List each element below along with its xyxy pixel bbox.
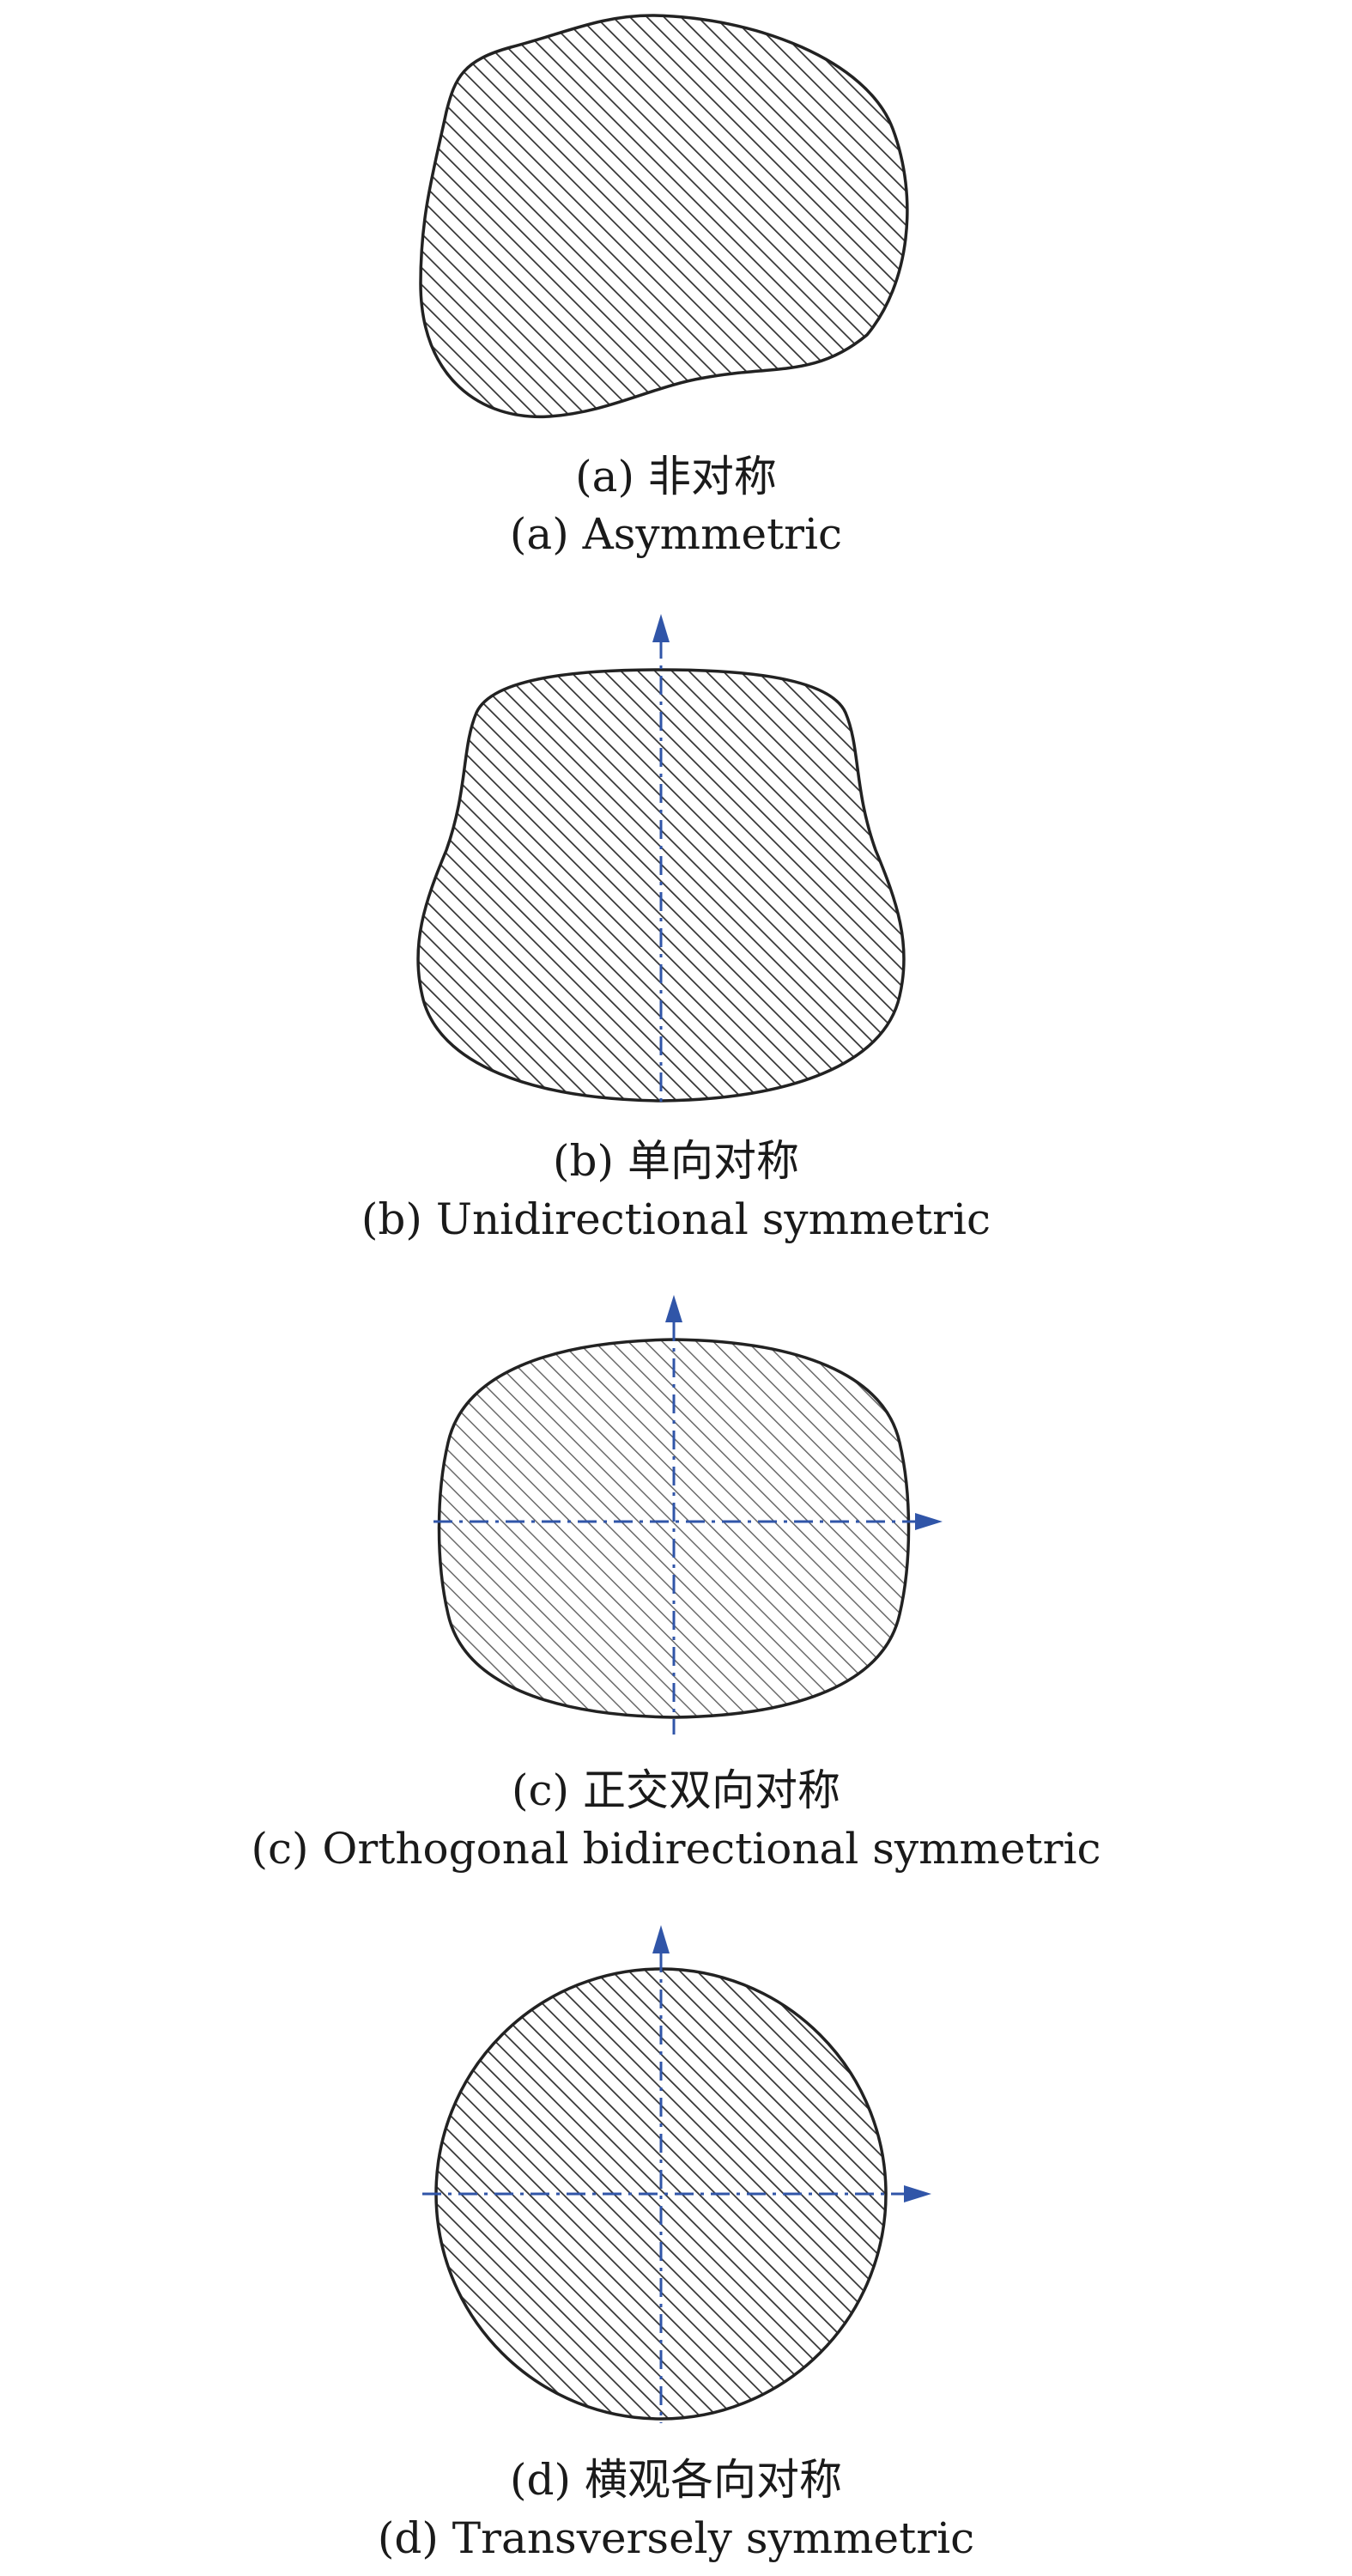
caption-a-chinese: (a) 非对称 [575, 452, 777, 501]
panel-c-diagram [433, 1295, 943, 1735]
caption-d-english: (d) Transversely symmetric [377, 2513, 975, 2563]
caption-c-english: (c) Orthogonal bidirectional symmetric [251, 1824, 1101, 1874]
caption-b-english: (b) Unidirectional symmetric [361, 1194, 991, 1244]
horizontal-axis-arrowhead [904, 2185, 931, 2202]
panel-a-diagram [419, 14, 909, 419]
asymmetric-section-shape [419, 14, 909, 419]
panel-d-diagram [422, 1925, 931, 2423]
vertical-axis-arrowhead [652, 614, 670, 642]
panel-b-diagram [416, 614, 906, 1108]
vertical-axis-arrowhead [665, 1295, 682, 1322]
caption-c-chinese: (c) 正交双向对称 [512, 1765, 840, 1815]
caption-a-english: (a) Asymmetric [509, 509, 843, 559]
horizontal-axis-arrowhead [915, 1513, 943, 1530]
vertical-axis-arrowhead [652, 1925, 670, 1953]
caption-b-chinese: (b) 单向对称 [553, 1136, 799, 1186]
caption-d-chinese: (d) 横观各向对称 [510, 2455, 842, 2505]
